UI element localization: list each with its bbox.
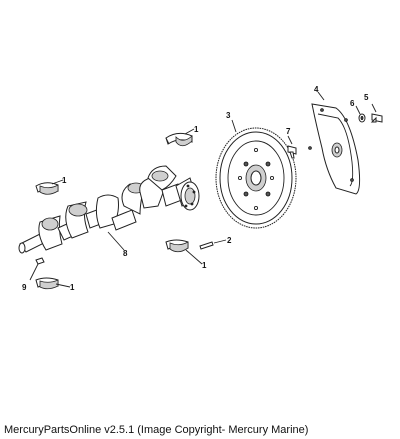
flex-plate[interactable]: [308, 103, 361, 195]
callout-6: 6: [350, 99, 355, 108]
leader-line: [185, 249, 203, 265]
callout-1-top: 1: [194, 125, 199, 134]
bolt[interactable]: [370, 113, 383, 123]
main-bearing-lower-right-shell[interactable]: [165, 239, 189, 253]
washer[interactable]: [358, 113, 366, 123]
leader-line: [287, 135, 293, 145]
leader-line: [371, 103, 377, 113]
callout-7: 7: [286, 127, 291, 136]
callout-1-lower-left: 1: [70, 283, 75, 292]
crankshaft[interactable]: [18, 165, 200, 254]
callout-8: 8: [123, 249, 128, 258]
callout-5: 5: [364, 93, 369, 102]
main-bearing-lower-left-shell[interactable]: [35, 277, 59, 290]
callout-9: 9: [22, 283, 27, 292]
main-bearing-upper-shell[interactable]: [165, 132, 193, 147]
callout-3: 3: [226, 111, 231, 120]
leader-line: [213, 239, 227, 244]
leader-line: [231, 119, 237, 133]
main-bearing-left-shell[interactable]: [35, 182, 59, 195]
leader-line: [107, 231, 125, 251]
callout-1-left: 1: [62, 176, 67, 185]
callout-2: 2: [227, 236, 232, 245]
leader-line: [51, 179, 64, 185]
leader-line: [317, 91, 325, 101]
callout-4: 4: [314, 85, 319, 94]
flywheel-bolt[interactable]: [287, 145, 297, 159]
image-copyright-caption: MercuryPartsOnline v2.5.1 (Image Copyrig…: [4, 424, 309, 436]
leader-line: [355, 105, 361, 115]
leader-line: [55, 283, 71, 288]
leader-line: [184, 128, 195, 135]
callout-1-lower-right: 1: [202, 261, 207, 270]
dowel-pin[interactable]: [199, 241, 214, 250]
leader-line: [29, 263, 39, 281]
key[interactable]: [35, 257, 45, 265]
flywheel[interactable]: [215, 127, 297, 229]
